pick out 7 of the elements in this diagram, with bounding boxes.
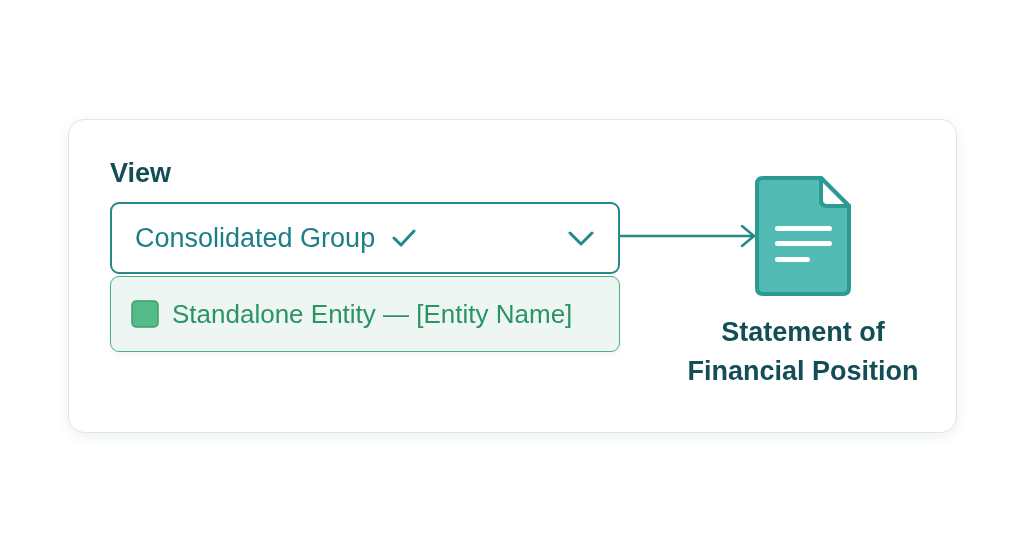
arrow	[618, 224, 756, 248]
dropdown-option	[110, 276, 620, 352]
panel-card	[68, 119, 957, 433]
selected-value: Consolidated Group	[135, 222, 376, 254]
option-label: Standalone Entity — [Entity Name]	[172, 298, 573, 330]
field-label: View	[110, 157, 172, 189]
document-caption: Statement of Financial Position	[686, 316, 920, 388]
